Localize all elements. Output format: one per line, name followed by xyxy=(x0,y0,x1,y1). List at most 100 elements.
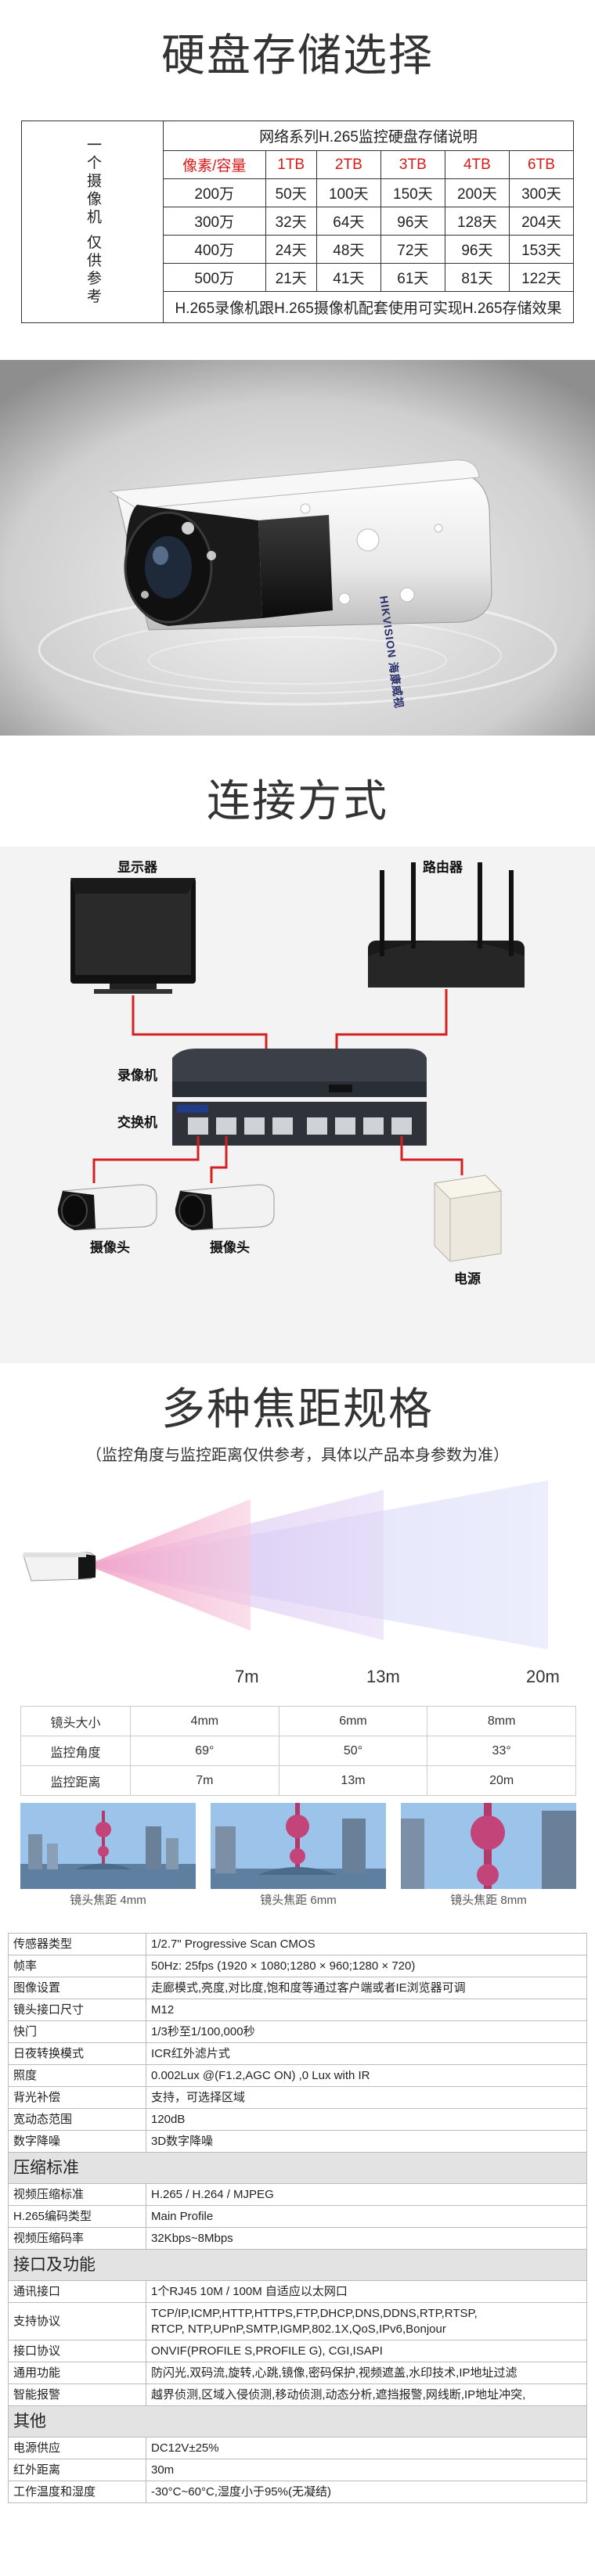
storage-caption-row: 一个摄像机 仅供参考 网络系列H.265监控硬盘存储说明 xyxy=(21,121,574,323)
storage-header-cell: 6TB xyxy=(508,150,575,179)
spec-key: 传感器类型 xyxy=(8,1933,146,1955)
storage-cell: 300万 xyxy=(163,207,266,236)
spec-key: 视频压缩标准 xyxy=(8,2183,146,2206)
spec-value: 1个RJ45 10M / 100M 自适应以太网口 xyxy=(146,2280,587,2303)
storage-cell: 61天 xyxy=(380,263,445,292)
city-skyline-image xyxy=(401,1803,576,1889)
camera-icon xyxy=(175,1184,275,1231)
spec-key: 通用功能 xyxy=(8,2362,146,2384)
label-nvr: 录像机 xyxy=(117,1068,157,1083)
spec-key: 支持协议 xyxy=(8,2302,146,2340)
spec-value: 1/2.7" Progressive Scan CMOS xyxy=(146,1933,587,1955)
spec-value: H.265 / H.264 / MJPEG xyxy=(146,2183,587,2206)
storage-cell: 96天 xyxy=(380,207,445,236)
spec-value: 3D数字降噪 xyxy=(146,2130,587,2153)
focal-cell: 13m xyxy=(278,1765,428,1796)
storage-row: 400万 24天 48天 72天 96天 153天 xyxy=(22,235,575,264)
camera-icon xyxy=(57,1184,157,1231)
focal-thumb-caption: 镜头焦距 4mm xyxy=(70,1894,146,1907)
storage-cell: 72天 xyxy=(380,235,445,264)
spec-key: 照度 xyxy=(8,2064,146,2087)
storage-header-cell: 4TB xyxy=(444,150,510,179)
storage-cell: 64天 xyxy=(316,207,381,236)
storage-cell: 300天 xyxy=(508,178,575,207)
storage-caption: 网络系列H.265监控硬盘存储说明 xyxy=(163,121,574,151)
focal-row: 监控角度 69° 50° 33° xyxy=(20,1736,576,1766)
focal-cell: 8mm xyxy=(427,1706,576,1736)
spec-value: ONVIF(PROFILE S,PROFILE G), CGI,ISAPI xyxy=(146,2340,587,2362)
focal-thumb: 镜头焦距 8mm xyxy=(401,1803,576,1912)
storage-header-cell: 像素/容量 xyxy=(163,150,266,179)
spec-key: 背光补偿 xyxy=(8,2086,146,2109)
spec-value: ICR红外滤片式 xyxy=(146,2042,587,2065)
focal-subtitle: （监控角度与监控距离仅供参考，具体以产品本身参数为准） xyxy=(86,1447,509,1464)
spec-key: 智能报警 xyxy=(8,2384,146,2406)
storage-header-cell: 1TB xyxy=(265,150,317,179)
focal-thumb-caption: 镜头焦距 6mm xyxy=(260,1894,337,1907)
storage-side-label: 一个摄像机 仅供参考 xyxy=(21,121,164,323)
storage-section: 硬盘存储选择 一个摄像机 仅供参考 网络系列H.265监控硬盘存储说明 像素/容… xyxy=(0,0,595,360)
storage-header-row: 像素/容量 1TB 2TB 3TB 4TB 6TB xyxy=(22,150,575,179)
storage-row: 500万 21天 41天 61天 81天 122天 xyxy=(22,263,575,292)
label-router: 路由器 xyxy=(423,860,463,875)
spec-value: M12 xyxy=(146,1999,587,2021)
spec-key: 接口协议 xyxy=(8,2340,146,2362)
camera-icon xyxy=(23,1552,96,1581)
spec-group-other: 其他 xyxy=(8,2405,587,2437)
focal-cell: 6mm xyxy=(278,1706,428,1736)
storage-title: 硬盘存储选择 xyxy=(161,31,434,81)
power-supply-icon xyxy=(433,1175,503,1262)
storage-header-cell: 3TB xyxy=(380,150,445,179)
spec-group-row: 接口及功能 xyxy=(8,2249,587,2281)
spec-key: 工作温度和湿度 xyxy=(8,2481,146,2503)
spec-key: 镜头接口尺寸 xyxy=(8,1999,146,2021)
storage-cell: 150天 xyxy=(380,178,445,207)
city-skyline-image xyxy=(211,1803,386,1889)
focal-beam-illustration xyxy=(23,1480,548,1650)
spec-value: 防闪光,双码流,旋转,心跳,镜像,密码保护,视频遮盖,水印技术,IP地址过滤 xyxy=(146,2362,587,2384)
label-monitor: 显示器 xyxy=(117,860,157,875)
storage-cell: 100天 xyxy=(316,178,381,207)
spec-key: 宽动态范围 xyxy=(8,2108,146,2131)
connection-diagram-art xyxy=(57,862,525,1262)
spec-value: 0.002Lux @(F1.2,AGC ON) ,0 Lux with IR xyxy=(146,2064,587,2087)
focal-thumb: 镜头焦距 4mm xyxy=(20,1803,196,1912)
storage-row: 200万 50天 100天 150天 200天 300天 xyxy=(22,178,575,207)
switch-icon xyxy=(172,1102,427,1146)
spec-value: Main Profile xyxy=(146,2205,587,2228)
spec-key: 日夜转换模式 xyxy=(8,2042,146,2065)
focal-cell: 20m xyxy=(427,1765,576,1796)
spec-group-iface: 接口及功能 xyxy=(8,2249,587,2281)
label-switch: 交换机 xyxy=(117,1115,157,1130)
storage-cell: 81天 xyxy=(444,263,510,292)
storage-footer: H.265录像机跟H.265摄像机配套使用可实现H.265存储效果 xyxy=(163,291,574,323)
label-power: 电源 xyxy=(454,1272,481,1286)
storage-cell: 41天 xyxy=(316,263,381,292)
spec-value: -30°C~60°C,湿度小于95%(无凝结) xyxy=(146,2481,587,2503)
spec-row: 通用功能防闪光,双码流,旋转,心跳,镜像,密码保护,视频遮盖,水印技术,IP地址… xyxy=(8,2362,587,2384)
storage-cell: 48天 xyxy=(316,235,381,264)
storage-cell: 128天 xyxy=(444,207,510,236)
focal-cell: 7m xyxy=(130,1765,279,1796)
connection-title: 连接方式 xyxy=(207,776,388,827)
spec-group-row: 压缩标准 xyxy=(8,2152,587,2184)
focal-section: 多种焦距规格 （监控角度与监控距离仅供参考，具体以产品本身参数为准） 7m xyxy=(0,1362,595,1933)
cable-monitor xyxy=(132,995,268,1054)
spec-key: H.265编码类型 xyxy=(8,2205,146,2228)
spec-key: 数字降噪 xyxy=(8,2130,146,2153)
storage-cell: 204天 xyxy=(508,207,575,236)
spec-value: 越界侦测,区域入侵侦测,移动侦测,动态分析,遮挡报警,网线断,IP地址冲突, xyxy=(146,2384,587,2406)
spec-value: 50Hz: 25fps (1920 × 1080;1280 × 960;1280… xyxy=(146,1955,587,1977)
label-camera-1: 摄像头 xyxy=(90,1240,130,1255)
